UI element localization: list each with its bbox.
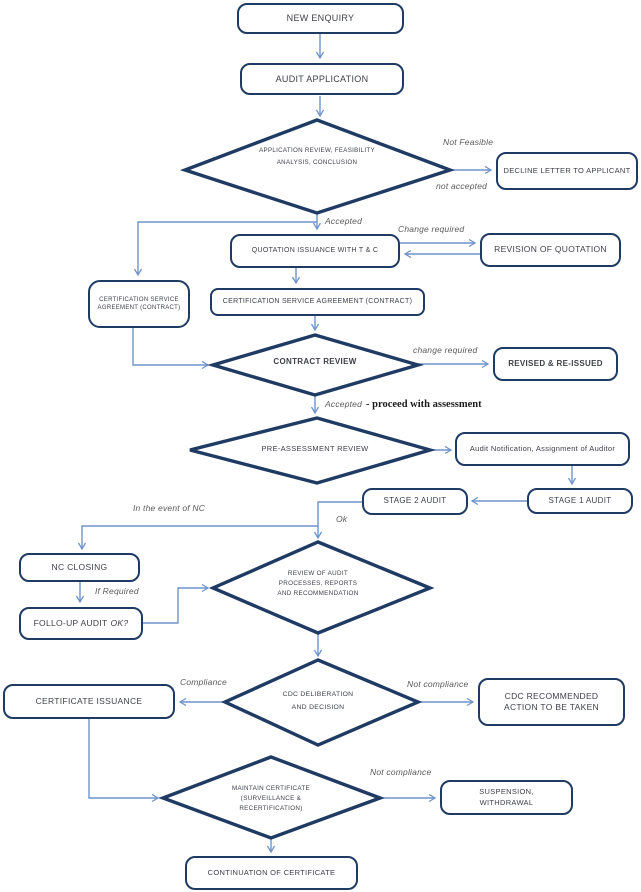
cdc-deliberation-diamond [220, 658, 423, 747]
label-accepted-part: Accepted [325, 399, 363, 409]
nc-closing-box: NC CLOSING [19, 553, 140, 582]
label-in-event-of-nc: In the event of NC [133, 503, 206, 513]
new-enquiry-box: NEW ENQUIRY [237, 3, 404, 34]
connector-csa-small-to-contract-review [132, 328, 208, 365]
decline-letter-box: DECLINE LETTER TO APPLICANT [496, 152, 638, 190]
label-not-compliance-maintain: Not compliance [370, 767, 432, 777]
review-audit-diamond [208, 540, 435, 635]
label-ok: Ok [336, 514, 348, 524]
label-not-feasible: Not Feasible [443, 137, 494, 147]
label-proceed-part: - proceed with assessment [366, 399, 482, 410]
certification-agreement-box: CERTIFICATION SERVICE AGREEMENT (CONTRAC… [210, 288, 425, 316]
label-if-required: If Required [95, 586, 139, 596]
audit-application-box: AUDIT APPLICATION [240, 63, 404, 95]
suspension-withdrawal-box: SUSPENSION, WITHDRAWAL [440, 780, 573, 815]
revision-of-quotation-box: REVISION OF QUOTATION [480, 233, 621, 267]
label-not-compliance-cdc: Not compliance [407, 679, 469, 689]
contract-review-diamond [206, 333, 425, 397]
review-audit-diamond-label: REVIEW OF AUDIT PROCESSES, REPORTS AND R… [277, 570, 359, 598]
maintain-certificate-diamond [158, 755, 385, 840]
connector-stage2-to-nc-closing [82, 525, 318, 549]
connector-review-to-csa-small [138, 221, 317, 275]
contract-review-diamond-label: CONTRACT REVIEW [273, 357, 357, 366]
label-not-accepted: not accepted [436, 181, 488, 191]
certificate-issuance-box: CERTIFICATE ISSUANCE [3, 684, 175, 719]
stage1-audit-box: STAGE 1 AUDIT [527, 488, 633, 514]
label-change-required-upper: Change required [398, 224, 465, 234]
continuation-certificate-box: CONTINUATION OF CERTIFICATE [185, 856, 358, 890]
application-review-diamond-label: APPLICATION REVIEW, FEASIBILITY ANALYSIS… [259, 147, 375, 167]
label-accepted: Accepted [325, 216, 363, 226]
maintain-certificate-diamond-label: MAINTAIN CERTIFICATE (SURVEILLANCE & REC… [231, 785, 311, 813]
pre-assessment-diamond-label: PRE-ASSESSMENT REVIEW [261, 444, 369, 453]
quotation-issuance-box: QUOTATION ISSUANCE WITH T & C [230, 234, 400, 268]
label-compliance: Compliance [180, 677, 227, 687]
label-accepted-proceed: Accepted- proceed with assessment [325, 399, 482, 410]
followup-audit-label: FOLLO-UP AUDIT [33, 617, 108, 628]
connector-followup-to-review-audit [143, 588, 208, 624]
cdc-deliberation-diamond-label: CDC DELIBERATION AND DECISION [282, 691, 354, 711]
label-change-required-lower: change required [413, 345, 478, 355]
pre-assessment-diamond [189, 416, 437, 485]
followup-audit-ok-label: OK? [110, 617, 129, 628]
certification-agreement-small-box: CERTIFICATION SERVICE AGREEMENT (CONTRAC… [88, 280, 190, 328]
cdc-recommended-action-box: CDC RECOMMENDED ACTION TO BE TAKEN [478, 678, 625, 726]
application-review-diamond [179, 118, 456, 215]
revised-reissued-box: REVISED & RE-ISSUED [493, 347, 618, 381]
stage2-audit-box: STAGE 2 AUDIT [362, 488, 468, 515]
audit-notification-box: Audit Notification, Assignment of Audito… [455, 432, 630, 466]
connector-certificate-to-maintain [88, 719, 158, 798]
